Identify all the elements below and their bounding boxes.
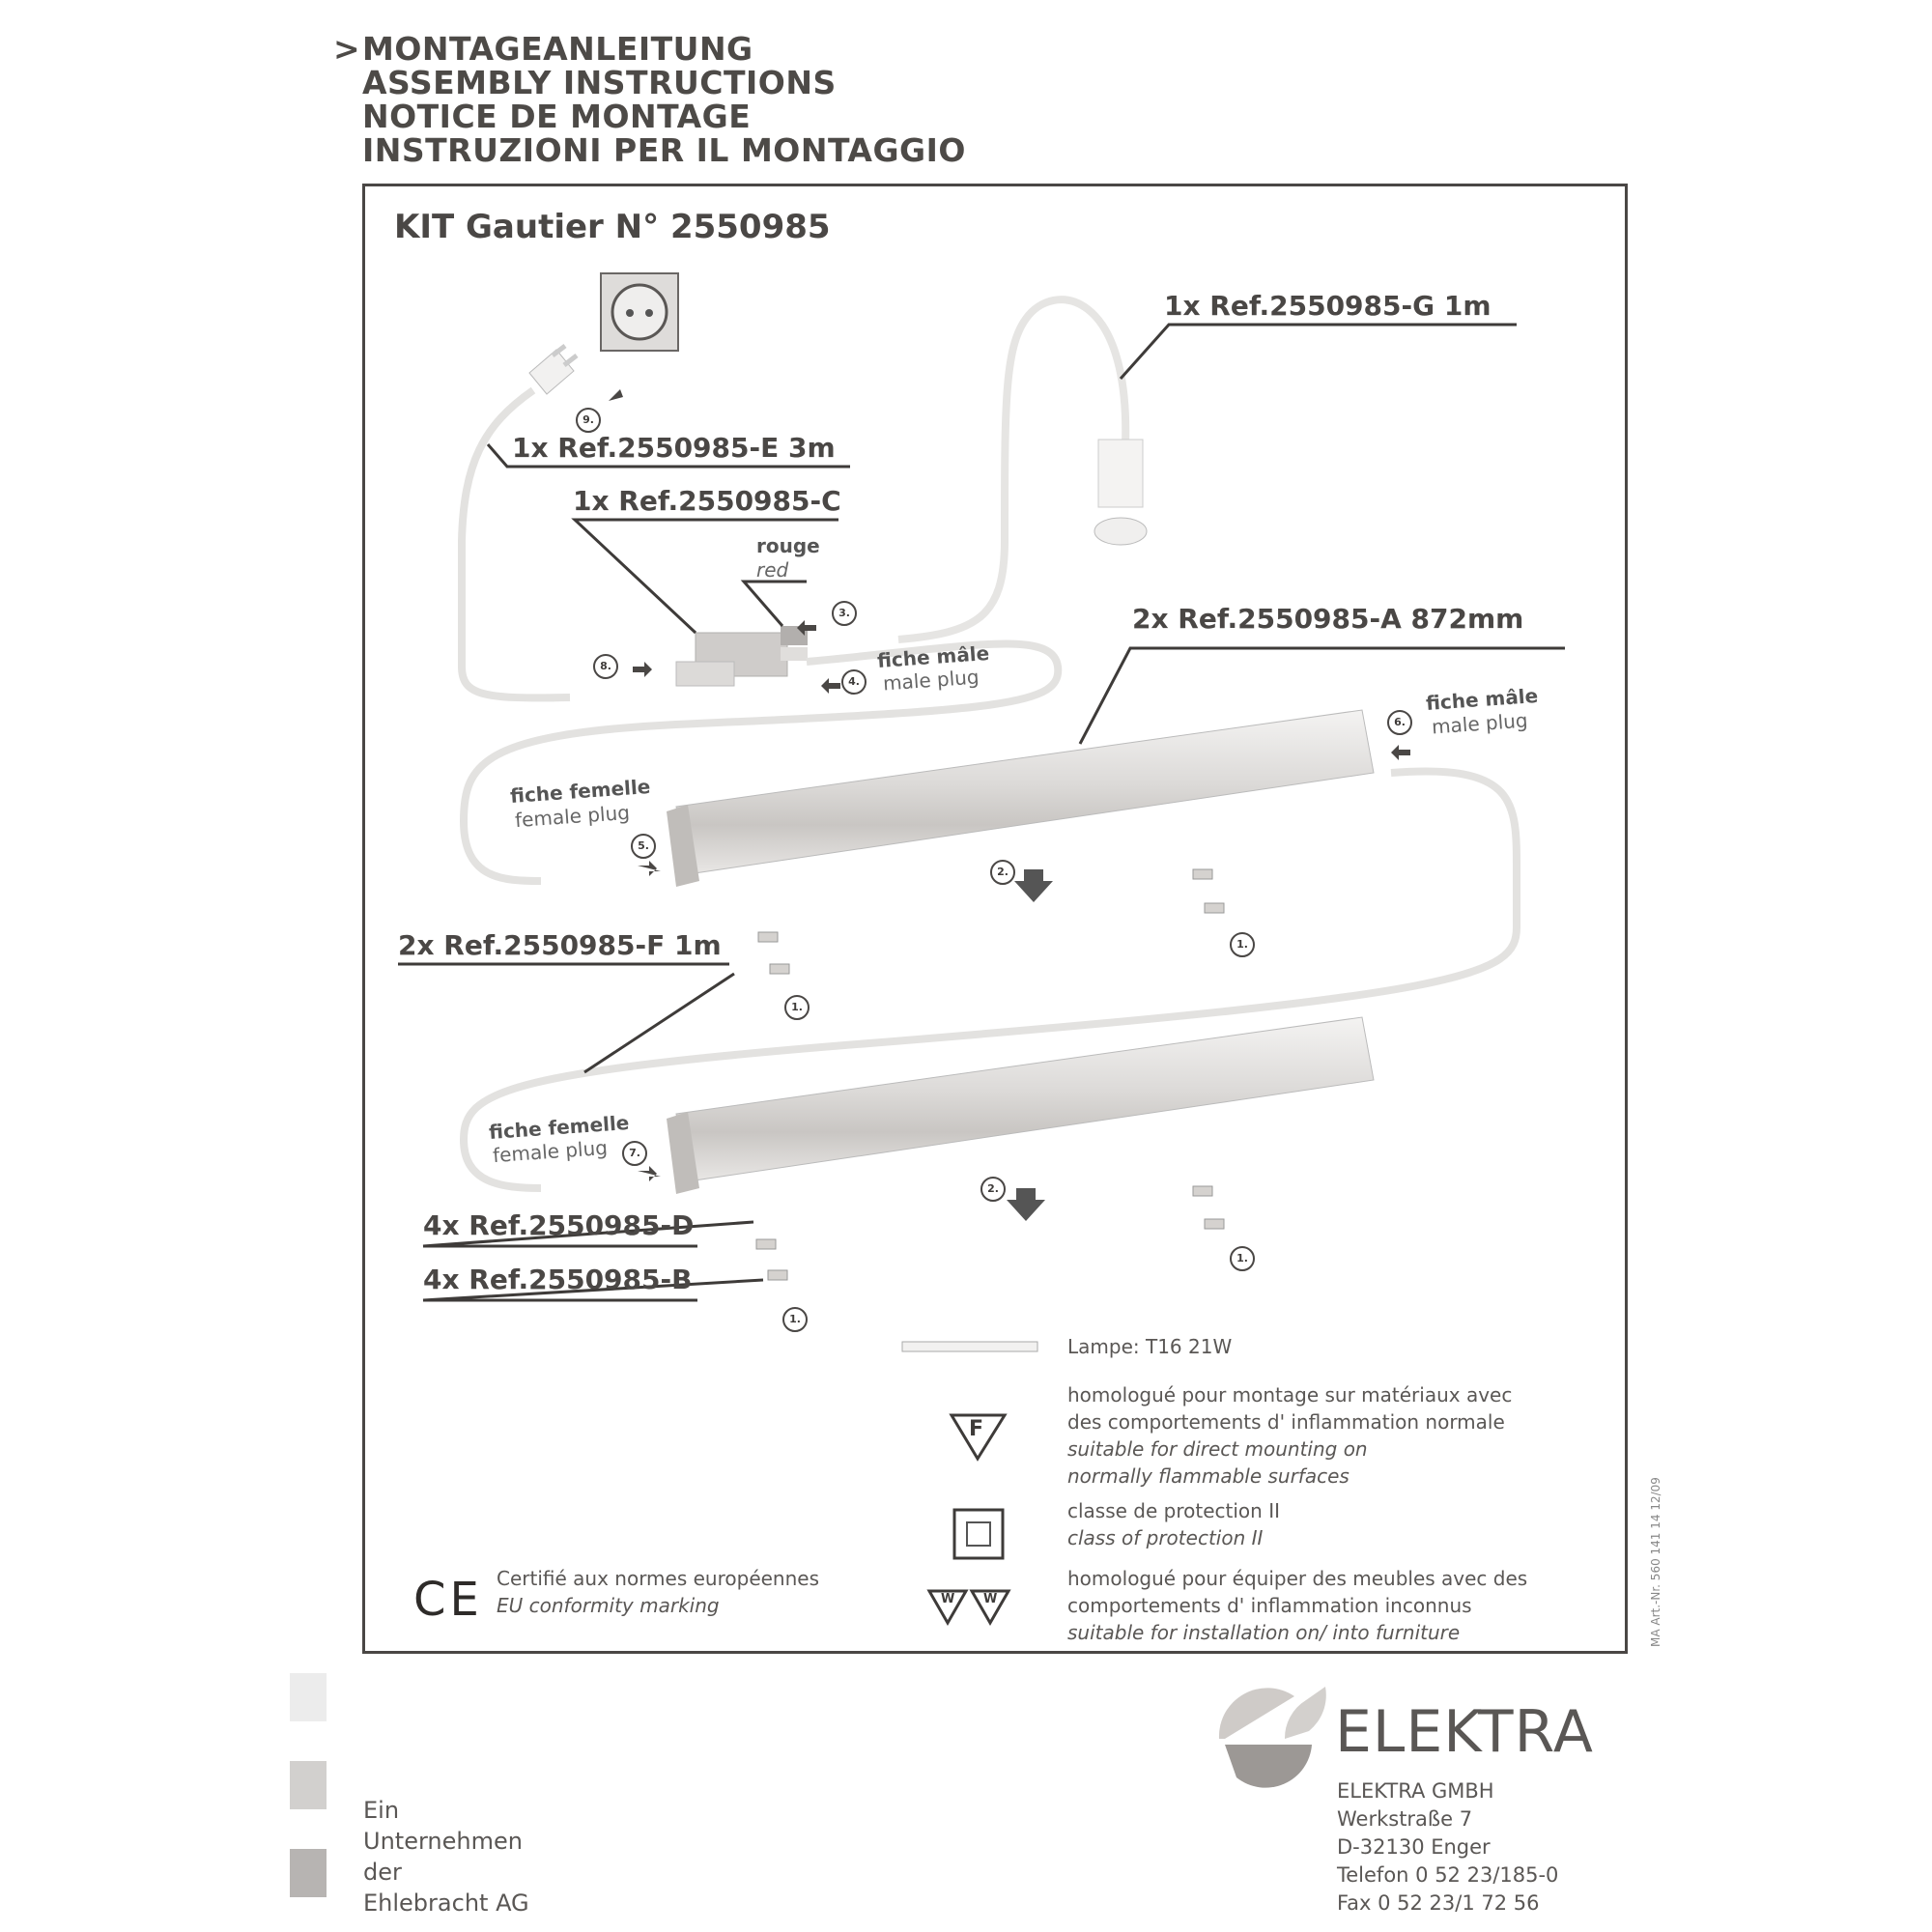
swatch-mid <box>290 1761 327 1809</box>
step-5-badge: 5. <box>631 834 656 859</box>
f-fr-line-1: homologué pour montage sur matériaux ave… <box>1067 1383 1513 1406</box>
parent-line-4: Ehlebracht AG <box>363 1889 529 1917</box>
light-bar-1-icon <box>667 709 1375 887</box>
cable-f <box>459 767 1520 1192</box>
title-italian: INSTRUZIONI PER IL MONTAGGIO <box>362 131 966 169</box>
parent-line-2: Unternehmen <box>363 1828 523 1855</box>
article-code: MA Art.-Nr. 560 141 14 12/09 <box>1649 1477 1662 1647</box>
kit-title: KIT Gautier N° 2550985 <box>394 208 831 246</box>
lamp-tube-icon <box>901 1341 1038 1352</box>
w-fr-line-2: comportements d' inflammation inconnus <box>1067 1594 1472 1617</box>
push-down-arrow-icons <box>1007 869 1053 1221</box>
insert-arrow-icons <box>609 389 1410 1181</box>
ce-mark-icon: CE <box>413 1573 483 1627</box>
w-en-line: suitable for installation on/ into furni… <box>1067 1621 1461 1644</box>
address-phone: Telefon 0 52 23/185-0 <box>1337 1863 1559 1887</box>
ce-fr: Certifié aux normes européennes <box>497 1567 820 1590</box>
step-2-badge-1: 2. <box>990 860 1015 885</box>
title-german: MONTAGEANLEITUNG <box>362 30 753 68</box>
address-line-3: D-32130 Enger <box>1337 1835 1491 1859</box>
mains-plug-icon <box>528 344 579 395</box>
part-ref-c: 1x Ref.2550985-C <box>573 485 841 517</box>
step-1-badge-4: 1. <box>782 1307 808 1332</box>
part-ref-e: 1x Ref.2550985-E 3m <box>512 432 836 464</box>
parent-line-1: Ein <box>363 1797 400 1824</box>
step-1-badge-3: 1. <box>1230 1246 1255 1271</box>
elektra-logo-icon <box>1218 1687 1326 1788</box>
w-mark-letter-1: W <box>941 1592 955 1606</box>
w-fr-line-1: homologué pour équiper des meubles avec … <box>1067 1567 1528 1590</box>
label-red: red <box>756 558 789 582</box>
step-4-badge: 4. <box>841 669 867 695</box>
f-description: homologué pour montage sur matériaux ave… <box>1067 1381 1512 1490</box>
parent-line-3: der <box>363 1859 402 1886</box>
address-line-2: Werkstraße 7 <box>1337 1807 1473 1831</box>
cable-g <box>897 296 1130 643</box>
part-ref-f: 2x Ref.2550985-F 1m <box>398 929 722 961</box>
step-8-badge: 8. <box>593 654 618 679</box>
f-mark-icon <box>949 1413 1008 1462</box>
f-fr-line-2: des comportements d' inflammation normal… <box>1067 1410 1505 1434</box>
class-en: class of protection II <box>1067 1526 1264 1549</box>
step-1-badge-2: 1. <box>784 995 810 1020</box>
header-marker: > <box>333 30 361 68</box>
ce-description: Certifié aux normes européennes EU confo… <box>497 1565 819 1619</box>
step-3-badge: 3. <box>832 601 857 626</box>
f-en-line-2: normally flammable surfaces <box>1067 1464 1350 1488</box>
address-fax: Fax 0 52 23/1 72 56 <box>1337 1891 1540 1915</box>
class-fr: classe de protection II <box>1067 1499 1280 1522</box>
leader-lines <box>398 323 1565 1302</box>
class-ii-icon <box>952 1508 1005 1560</box>
company-address: ELEKTRA GMBH Werkstraße 7 D-32130 Enger … <box>1337 1777 1558 1918</box>
furniture-mark-icon <box>926 1589 1011 1627</box>
step-6-badge: 6. <box>1387 710 1412 735</box>
lamp-spec: Lampe: T16 21W <box>1067 1335 1233 1358</box>
swatch-dark <box>290 1849 327 1897</box>
address-line-1: ELEKTRA GMBH <box>1337 1779 1494 1803</box>
connector-c-icon <box>675 626 808 687</box>
spot-lamp-icon <box>1097 439 1144 508</box>
cable-e <box>458 386 571 702</box>
brand-name: ELEKTRA <box>1335 1698 1594 1766</box>
diagram-frame <box>362 184 1628 1654</box>
f-mark-letter: F <box>969 1417 984 1441</box>
cable-male <box>459 639 1063 885</box>
title-english: ASSEMBLY INSTRUCTIONS <box>362 64 837 101</box>
swatch-light <box>290 1673 327 1721</box>
wall-socket-icon <box>600 272 679 352</box>
part-ref-a: 2x Ref.2550985-A 872mm <box>1132 603 1524 635</box>
label-rouge: rouge <box>756 534 820 557</box>
part-ref-g: 1x Ref.2550985-G 1m <box>1164 290 1492 322</box>
light-bar-2-icon <box>667 1016 1375 1194</box>
furniture-description: homologué pour équiper des meubles avec … <box>1067 1565 1527 1646</box>
part-ref-d: 4x Ref.2550985-D <box>423 1209 695 1241</box>
part-ref-b: 4x Ref.2550985-B <box>423 1264 693 1295</box>
ce-en: EU conformity marking <box>497 1594 720 1617</box>
class-description: classe de protection II class of protect… <box>1067 1497 1280 1551</box>
step-2-badge-2: 2. <box>980 1177 1006 1202</box>
f-en-line-1: suitable for direct mounting on <box>1067 1437 1368 1461</box>
title-french: NOTICE DE MONTAGE <box>362 98 752 135</box>
step-9-badge: 9. <box>576 408 601 433</box>
parent-company: Ein Unternehmen der Ehlebracht AG <box>363 1795 529 1918</box>
w-mark-letter-2: W <box>983 1592 998 1606</box>
clip-icons <box>755 868 1225 1281</box>
step-1-badge-1: 1. <box>1230 932 1255 957</box>
step-7-badge: 7. <box>622 1141 647 1166</box>
